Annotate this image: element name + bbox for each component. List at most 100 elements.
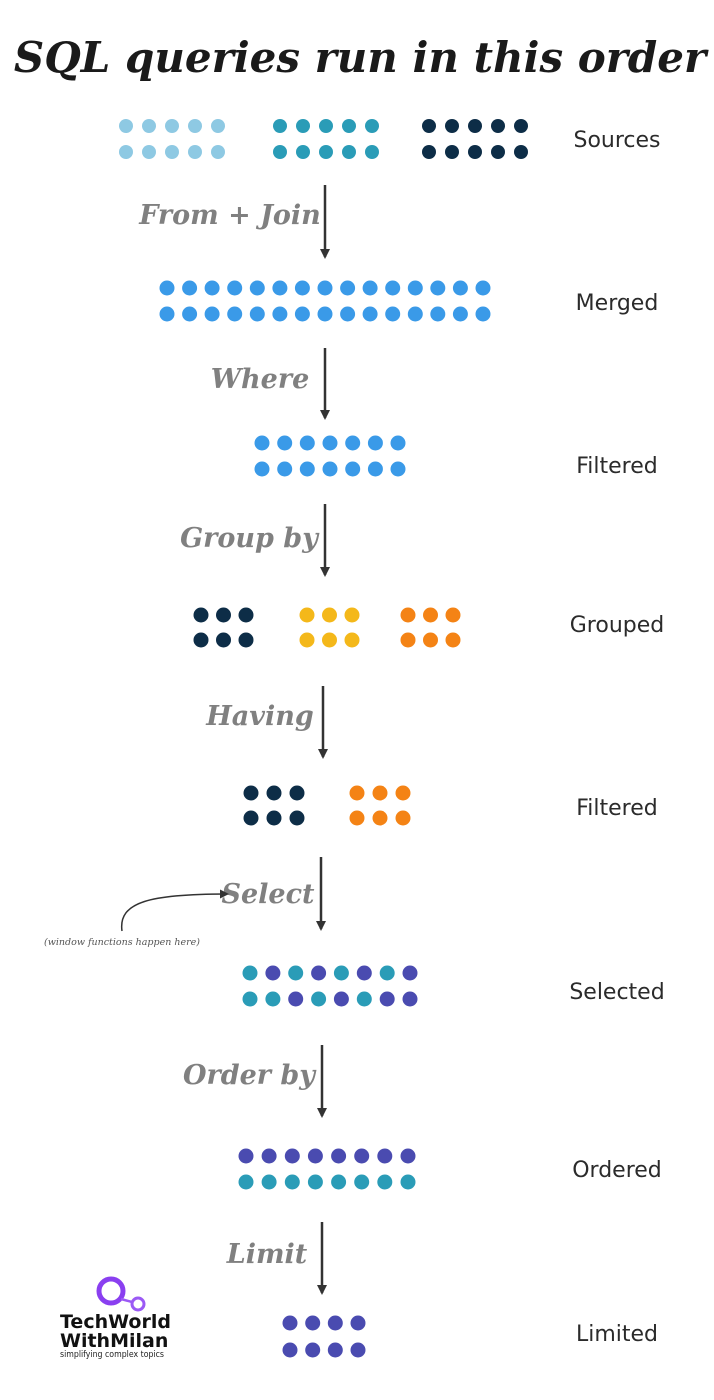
row-dot — [296, 145, 310, 159]
row-dot — [261, 1174, 277, 1190]
row-dot — [400, 632, 416, 648]
row-dot — [400, 607, 416, 623]
row-dot — [249, 306, 265, 322]
row-dot — [289, 785, 305, 801]
row-dot — [340, 306, 356, 322]
row-dot — [379, 965, 395, 981]
row-dot — [422, 145, 436, 159]
row-dot — [362, 280, 378, 296]
row-dot — [216, 607, 231, 623]
logo: TechWorld WithMilan simplifying complex … — [60, 1276, 171, 1360]
window-functions-note: (window functions happen here) — [44, 937, 200, 948]
row-dot — [159, 306, 175, 322]
row-dot — [238, 632, 254, 648]
row-dot — [289, 810, 305, 826]
row-dot — [395, 810, 411, 826]
row-dot — [266, 810, 282, 826]
row-dot — [249, 280, 265, 296]
stage-label-merged: Merged — [576, 291, 659, 316]
row-dot — [491, 119, 505, 133]
page-title: SQL queries run in this order — [14, 33, 709, 82]
dot-groups — [119, 119, 528, 1358]
row-dot — [390, 461, 406, 477]
row-dot — [273, 119, 287, 133]
row-dot — [514, 145, 528, 159]
row-dot — [288, 965, 304, 981]
row-dot — [365, 119, 379, 133]
row-dot — [273, 145, 287, 159]
row-dot — [319, 119, 333, 133]
row-dot — [475, 280, 491, 296]
stage-label-filtered: Filtered — [576, 454, 658, 479]
row-dot — [254, 435, 270, 451]
logo-connector — [120, 1297, 133, 1304]
row-dot — [423, 607, 438, 623]
row-dot — [322, 632, 337, 648]
row-dot — [400, 1174, 416, 1190]
row-dot — [243, 810, 259, 826]
row-dot — [452, 280, 468, 296]
row-dot — [282, 1315, 298, 1331]
row-dot — [238, 1148, 254, 1164]
row-dot — [322, 461, 338, 477]
logo-ring-small — [130, 1296, 146, 1312]
stage-label-ordered: Ordered — [572, 1158, 662, 1183]
row-dot — [204, 280, 220, 296]
row-dot — [265, 965, 281, 981]
row-dot — [430, 306, 446, 322]
row-dot — [305, 1315, 321, 1331]
row-dot — [491, 145, 505, 159]
row-dot — [372, 810, 388, 826]
row-dot — [340, 280, 356, 296]
row-dot — [238, 1174, 254, 1190]
row-dot — [165, 119, 179, 133]
row-dot — [377, 1174, 393, 1190]
row-dot — [407, 306, 423, 322]
row-dot — [331, 1148, 347, 1164]
note-arrow-curve — [121, 889, 229, 932]
row-dot — [349, 785, 365, 801]
row-dot — [188, 145, 202, 159]
row-dot — [402, 965, 418, 981]
row-dot — [284, 1174, 300, 1190]
row-dot — [188, 119, 202, 133]
row-dot — [390, 435, 406, 451]
row-dot — [402, 991, 418, 1007]
logo-ring-large — [96, 1276, 126, 1306]
row-dot — [165, 145, 179, 159]
row-dot — [468, 119, 482, 133]
row-dot — [282, 1342, 298, 1358]
row-dot — [277, 461, 293, 477]
stage-label-selected: Selected — [569, 980, 664, 1005]
row-dot — [142, 119, 156, 133]
row-dot — [377, 1148, 393, 1164]
row-dot — [344, 607, 360, 623]
row-dot — [345, 461, 361, 477]
row-dot — [299, 607, 315, 623]
row-dot — [319, 145, 333, 159]
row-dot — [342, 119, 356, 133]
row-dot — [266, 785, 282, 801]
row-dot — [349, 810, 365, 826]
row-dot — [322, 607, 337, 623]
row-dot — [356, 991, 372, 1007]
row-dot — [356, 965, 372, 981]
row-dot — [354, 1148, 370, 1164]
row-dot — [445, 119, 459, 133]
row-dot — [311, 991, 327, 1007]
row-dot — [307, 1174, 323, 1190]
row-dot — [288, 991, 304, 1007]
row-dot — [367, 435, 383, 451]
step-label-select: Select — [221, 879, 315, 910]
row-dot — [365, 145, 379, 159]
row-dot — [395, 785, 411, 801]
row-dot — [119, 119, 133, 133]
row-dot — [216, 632, 231, 648]
row-dot — [204, 306, 220, 322]
row-dot — [193, 607, 209, 623]
step-label-limit: Limit — [226, 1239, 308, 1270]
row-dot — [211, 119, 225, 133]
row-dot — [242, 991, 258, 1007]
step-label-where: Where — [211, 364, 310, 395]
step-label-group-by: Group by — [180, 523, 320, 554]
